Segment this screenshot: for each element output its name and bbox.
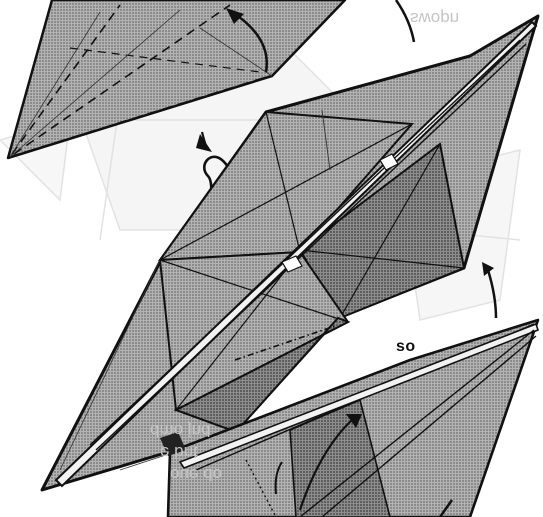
step-label: so [396, 338, 416, 356]
show-through-text: oue do [170, 464, 222, 484]
show-through-text: e bnt [160, 442, 198, 462]
show-through-text: dmo jnd [150, 420, 210, 440]
show-through-text: swopn [410, 8, 459, 28]
